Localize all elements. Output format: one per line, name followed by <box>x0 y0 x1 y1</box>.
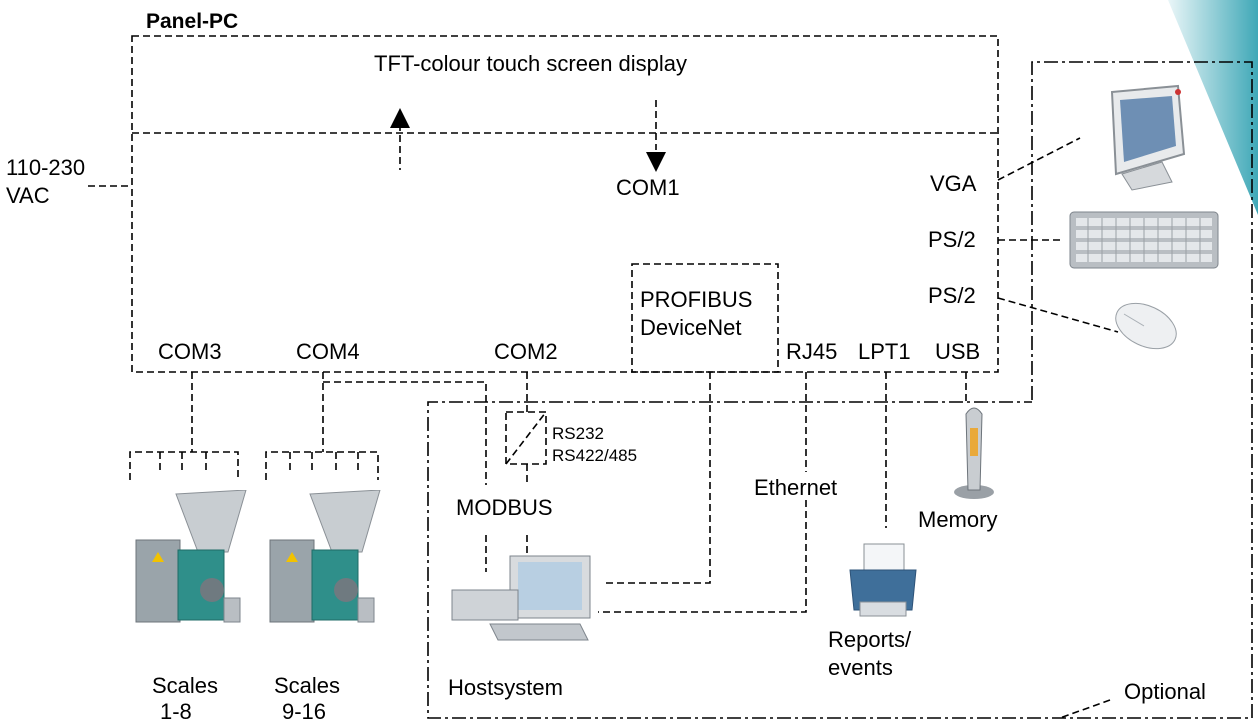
power-label-line2: VAC <box>6 183 50 208</box>
converter-line1: RS232 <box>552 424 604 443</box>
scales-a-line2: 1-8 <box>160 699 192 724</box>
port-rj45: RJ45 <box>786 339 838 364</box>
scales-a-line1: Scales <box>152 673 219 698</box>
monitor-icon <box>1110 84 1186 191</box>
fieldbus-line1: PROFIBUS <box>640 287 753 312</box>
hostsystem-label: Hostsystem <box>448 675 563 700</box>
scale-feeder-icon <box>269 490 381 623</box>
port-com4: COM4 <box>296 339 360 364</box>
port-usb: USB <box>935 339 981 364</box>
fieldbus-line2: DeviceNet <box>640 315 742 340</box>
arrow-down-icon <box>646 152 666 172</box>
power-label-line1: 110-230 <box>6 155 86 180</box>
scales-b-line2: 9-16 <box>282 699 327 724</box>
display-label: TFT-colour touch screen display <box>374 51 688 76</box>
host-computer-icon <box>451 555 591 641</box>
port-com3: COM3 <box>158 339 222 364</box>
usb-stick-icon <box>954 407 994 499</box>
port-lpt1: LPT1 <box>858 339 911 364</box>
scales-b-line1: Scales <box>274 673 341 698</box>
port-ps2-keyboard: PS/2 <box>928 227 976 252</box>
keyboard-icon <box>1069 211 1219 269</box>
port-vga: VGA <box>930 171 977 196</box>
port-com2: COM2 <box>494 339 558 364</box>
panel-pc-box <box>131 35 999 373</box>
memory-label: Memory <box>918 507 998 532</box>
mouse-icon <box>1115 302 1177 350</box>
scale-feeder-icon <box>135 490 247 623</box>
arrow-up-icon <box>390 108 410 128</box>
panel-pc-title: Panel-PC <box>146 10 239 33</box>
optional-label: Optional <box>1124 679 1206 704</box>
reports-label-line1: Reports/ <box>828 627 912 652</box>
converter-box <box>505 411 547 465</box>
ethernet-label: Ethernet <box>754 475 838 500</box>
corner-accent <box>1168 0 1258 215</box>
printer-icon <box>849 543 917 617</box>
modbus-label: MODBUS <box>456 495 553 520</box>
port-ps2-mouse: PS/2 <box>928 283 976 308</box>
converter-line2: RS422/485 <box>552 446 638 465</box>
reports-label-line2: events <box>828 655 893 680</box>
port-com1: COM1 <box>616 175 680 200</box>
optional-boundary <box>427 61 1253 719</box>
fieldbus-box <box>631 263 779 373</box>
